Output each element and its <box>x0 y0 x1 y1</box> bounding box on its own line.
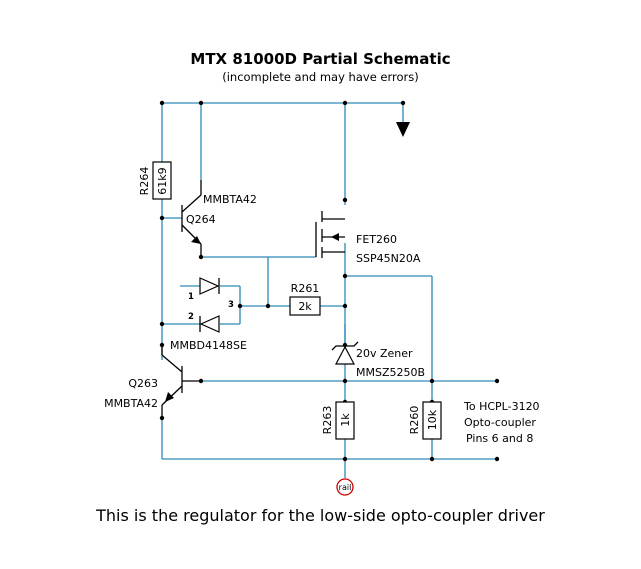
note-line3: Pins 6 and 8 <box>466 432 533 445</box>
transistor-q264: MMBTA42 Q264 <box>181 180 257 257</box>
r264-ref: R264 <box>138 167 151 196</box>
resistor-r260: 10k R260 <box>408 401 442 440</box>
r260-value: 10k <box>426 409 439 430</box>
r261-ref: R261 <box>291 282 320 295</box>
resistor-r264: 61k9 R264 <box>138 161 172 200</box>
ground-arrow-icon <box>396 122 410 137</box>
diagram-caption: This is the regulator for the low-side o… <box>96 506 545 525</box>
q263-part: MMBTA42 <box>104 397 158 410</box>
r261-value: 2k <box>298 300 312 313</box>
note-line1: To HCPL-3120 <box>463 400 540 413</box>
junction-dots <box>159 100 500 462</box>
r264-value: 61k9 <box>156 167 169 194</box>
r260-ref: R260 <box>408 406 421 435</box>
diagram-title: MTX 81000D Partial Schematic <box>190 50 451 68</box>
mosfet-fet260: FET260 SSP45N20A <box>315 211 421 265</box>
diode-pin3-label: 3 <box>228 300 234 310</box>
fet260-ref: FET260 <box>356 233 397 246</box>
diode-pin1-label: 1 <box>188 292 194 302</box>
rail-label: rail <box>339 483 352 492</box>
diode-part: MMBD4148SE <box>170 339 247 352</box>
note-line2: Opto-coupler <box>464 416 536 429</box>
q264-ref: Q264 <box>186 213 216 226</box>
transistor-q263: Q263 MMBTA42 <box>104 345 201 418</box>
zener-part: MMSZ5250B <box>356 366 425 379</box>
r263-value: 1k <box>339 413 352 427</box>
resistor-r263: 1k R263 <box>321 401 355 440</box>
resistor-r261: 2k R261 <box>289 282 321 316</box>
zener-desc: 20v Zener <box>356 347 413 360</box>
fet260-part: SSP45N20A <box>356 252 421 265</box>
zener-diode: 20v Zener MMSZ5250B <box>331 341 425 379</box>
diode-pin2-label: 2 <box>188 312 194 322</box>
r263-ref: R263 <box>321 406 334 435</box>
rail-terminal: rail <box>336 478 354 496</box>
diode-pair-mmbd4148se: 1 2 3 MMBD4148SE <box>170 277 247 352</box>
diagram-subtitle: (incomplete and may have errors) <box>222 70 419 84</box>
q263-ref: Q263 <box>128 377 158 390</box>
output-note: To HCPL-3120 Opto-coupler Pins 6 and 8 <box>463 400 540 445</box>
q264-part: MMBTA42 <box>203 193 257 206</box>
